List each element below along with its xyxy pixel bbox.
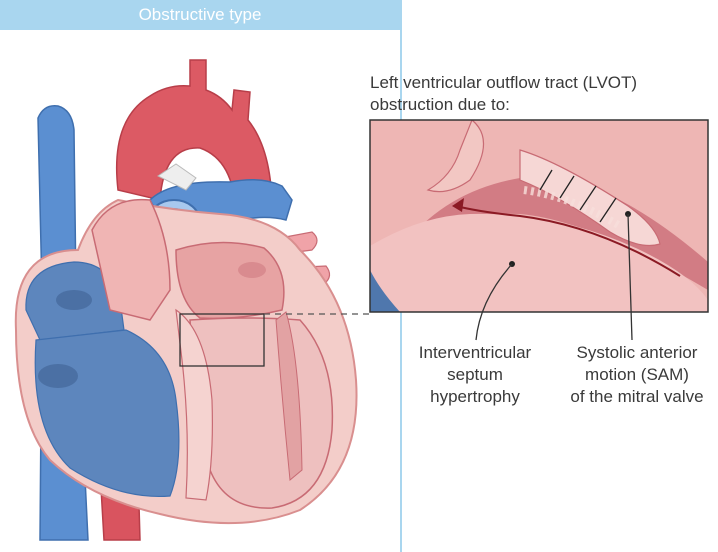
- inset-title-line1: Left ventricular outflow tract (LVOT): [370, 73, 638, 92]
- septal-hypertrophy: [370, 213, 708, 312]
- label-sam-line1: Systolic anterior: [576, 343, 698, 362]
- label-sam: Systolic anterior motion (SAM) of the mi…: [556, 342, 718, 408]
- ligament: [157, 163, 197, 191]
- tricuspid-valve: [56, 290, 92, 310]
- left-atrium: [175, 241, 285, 320]
- label-sam-line3: of the mitral valve: [570, 387, 704, 406]
- header-title: Obstructive type: [138, 5, 262, 24]
- inset-title: Left ventricular outflow tract (LVOT) ob…: [370, 72, 710, 116]
- label-ivs-line3: hypertrophy: [430, 387, 520, 406]
- lvot-channel: [408, 177, 708, 290]
- header-band: [0, 0, 400, 30]
- label-septum-hypertrophy: Interventricular septum hypertrophy: [400, 342, 550, 408]
- label-ivs-line1: Interventricular: [418, 343, 532, 362]
- flow-arrow: [455, 205, 681, 277]
- mitral-leaflet: [519, 149, 661, 247]
- septum: [175, 308, 213, 501]
- inset-illustration: [370, 120, 708, 312]
- zoom-box: [179, 313, 265, 367]
- inset-title-line2: obstruction due to:: [370, 95, 510, 114]
- label-ivs-line2: septum: [447, 365, 503, 384]
- aortic-root: [91, 198, 171, 321]
- aorta: [115, 59, 273, 215]
- sam-leader: [627, 213, 633, 341]
- ivs-leader: [475, 263, 513, 341]
- sam-arrows: [539, 169, 617, 223]
- label-sam-line2: motion (SAM): [585, 365, 689, 384]
- papillary-muscle: [275, 311, 303, 481]
- inset-frame: [369, 119, 709, 313]
